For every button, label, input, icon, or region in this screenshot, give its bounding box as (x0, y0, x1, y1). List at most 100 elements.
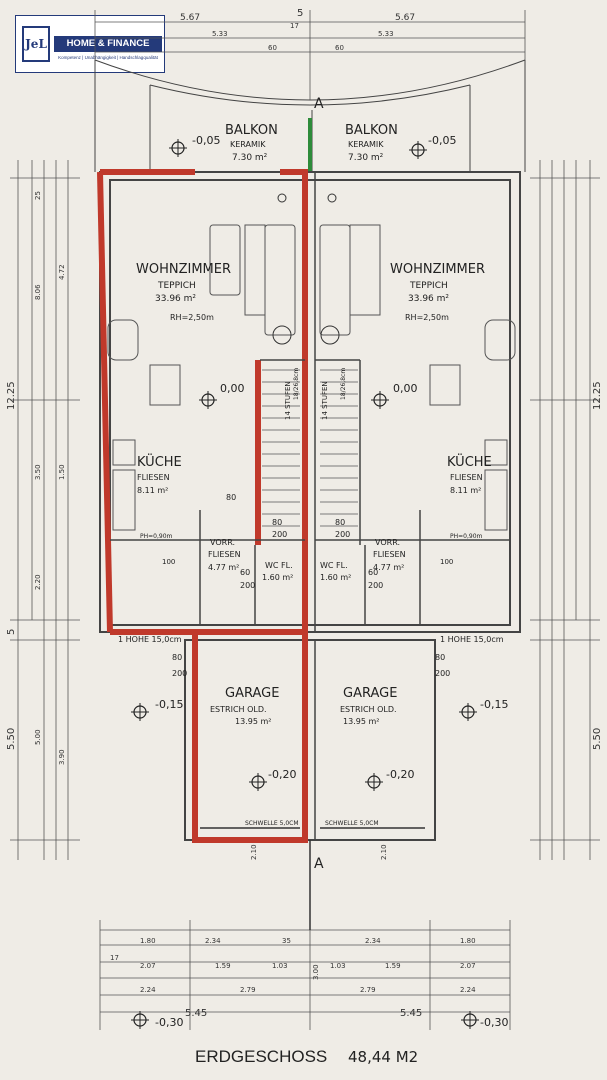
garage-left-name: GARAGE (225, 686, 279, 701)
wohnzimmer-right-name: WOHNZIMMER (390, 262, 485, 277)
dim-left-25: 25 (34, 191, 42, 200)
dim-bot-545-left: 5.45 (185, 1008, 207, 1019)
balkon-left-area: 7.30 m² (232, 153, 268, 163)
logo-mark-icon: JeL (22, 26, 50, 62)
level-cross-icon (169, 139, 187, 157)
dim-bot-545-right: 5.45 (400, 1008, 422, 1019)
door-100-right: 100 (440, 558, 453, 566)
level-cross-icon (199, 391, 217, 409)
level-value: -0,30 (480, 1016, 508, 1029)
dim-top-60-a: 60 (268, 44, 277, 52)
sill-right-label: 1 HOHE 15,0cm (440, 635, 504, 644)
door-60-wc-right: 60 (368, 568, 378, 577)
plan-area: 48,44 M2 (348, 1048, 418, 1066)
level-cross-icon (131, 1011, 149, 1029)
wc-right-name: WC FL. (320, 561, 348, 570)
dim-left-550: 5.50 (6, 728, 17, 750)
door-80-garage-left: 80 (172, 653, 182, 662)
level-cross-icon (459, 703, 477, 721)
dim-top-567-right: 5.67 (395, 13, 415, 23)
balcony-area (94, 59, 526, 172)
level-cross-icon (371, 391, 389, 409)
level-marker: -0,05 (409, 134, 456, 159)
level-marker: 0,00 (371, 382, 418, 409)
dim-bot-159-left: 1.59 (215, 962, 231, 970)
dim-bot-300: 3.00 (312, 964, 320, 980)
kueche-right-material: FLIESEN (450, 473, 483, 482)
dim-bot-103-left: 1.03 (272, 962, 288, 970)
vorraum-left-material: FLIESEN (208, 550, 241, 559)
level-value: -0,15 (155, 698, 183, 711)
level-value: -0,05 (428, 134, 456, 147)
vorraum-right-material: FLIESEN (373, 550, 406, 559)
dim-right-1225: 12.25 (592, 381, 603, 410)
level-marker: -0,15 (131, 698, 183, 721)
section-markers: A A (314, 96, 324, 872)
dim-bot-207-right: 2.07 (460, 962, 476, 970)
stairs-left-label: 14 STUFEN (284, 381, 292, 420)
level-marker: 0,00 (199, 382, 245, 409)
dim-bot-279-left: 2.79 (240, 986, 256, 994)
dim-bot-234-left: 2.34 (205, 937, 221, 945)
dim-bot-224-right: 2.24 (460, 986, 476, 994)
dim-left-806: 8.06 (34, 284, 42, 300)
level-value: -0,30 (155, 1016, 183, 1029)
level-marker: -0,15 (459, 698, 508, 721)
level-cross-icon (365, 773, 383, 791)
door-200-wc-left: 200 (240, 581, 255, 590)
threshold-right-label: SCHWELLE 5,0CM (325, 820, 379, 827)
door-200-garage-right: 200 (435, 669, 450, 678)
kueche-right-name: KÜCHE (447, 453, 492, 470)
dim-top-17: 17 (290, 22, 299, 30)
dim-bot-180-left: 1.80 (140, 937, 156, 945)
dim-bot-180-right: 1.80 (460, 937, 476, 945)
wc-left-area: 1.60 m² (262, 573, 293, 582)
dim-right-550: 5.50 (592, 728, 603, 750)
dim-left-5: 5 (6, 629, 17, 635)
section-marker-top: A (314, 96, 324, 112)
dim-left-500: 5.00 (34, 729, 42, 745)
wohnzimmer-left-area: 33.96 m² (155, 294, 196, 304)
dim-bot-103-right: 1.03 (330, 962, 346, 970)
level-value: -0,15 (480, 698, 508, 711)
garage-right-area: 13.95 m² (343, 717, 379, 726)
garage-right-name: GARAGE (343, 686, 397, 701)
dim-left-472: 4.72 (58, 264, 66, 280)
level-value: -0,20 (268, 768, 296, 781)
level-value: 0,00 (393, 382, 418, 395)
bottom-dimensions (99, 920, 511, 1030)
dim-left-1225: 12.25 (6, 381, 17, 410)
wohnzimmer-right-area: 33.96 m² (408, 294, 449, 304)
level-marker: -0,05 (169, 134, 220, 157)
level-cross-icon (409, 141, 427, 159)
dim-bot-234-right: 2.34 (365, 937, 381, 945)
dim-bot-210-right: 2.10 (380, 844, 388, 860)
level-value: -0,05 (192, 134, 220, 147)
dim-bot-207-left: 2.07 (140, 962, 156, 970)
interior-walls (110, 172, 510, 840)
level-marker: -0,20 (365, 768, 414, 791)
garage-doors (200, 827, 425, 930)
door-100-left: 100 (162, 558, 175, 566)
garage-right-material: ESTRICH OLD. (340, 705, 397, 714)
vorraum-left-area: 4.77 m² (208, 563, 239, 572)
wohnzimmer-left-height: RH=2,50m (170, 313, 214, 322)
dim-bot-224-left: 2.24 (140, 986, 156, 994)
level-cross-icon (461, 1011, 479, 1029)
dim-bot-210-left: 2.10 (250, 844, 258, 860)
stairs-right-label: 14 STUFEN (321, 381, 329, 420)
dim-bot-159-right: 1.59 (385, 962, 401, 970)
dim-top-533-left: 5.33 (212, 30, 228, 38)
wohnzimmer-right-material: TEPPICH (409, 281, 448, 291)
balkon-right-area: 7.30 m² (348, 153, 384, 163)
wohnzimmer-left-name: WOHNZIMMER (136, 262, 231, 277)
door-80-vorr-left: 80 (272, 518, 282, 527)
vorraum-left-name: VORR. (210, 538, 235, 547)
right-dimensions (530, 160, 600, 860)
kueche-left-area: 8.11 m² (137, 486, 168, 495)
stairs-right-dim: 18/26,8cm (340, 368, 347, 400)
level-cross-icon (249, 773, 267, 791)
furniture (107, 224, 516, 531)
dim-top-60-b: 60 (335, 44, 344, 52)
